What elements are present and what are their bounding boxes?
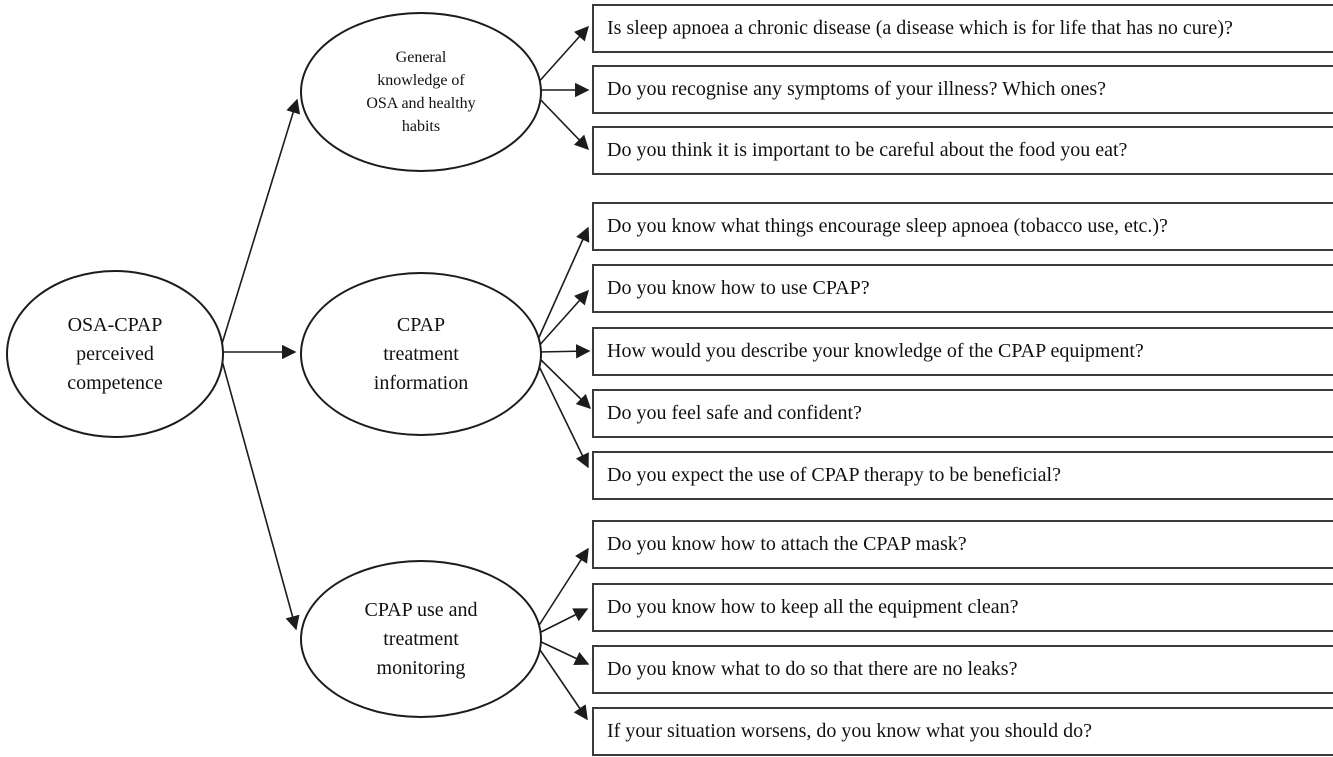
question-text: Do you know how to use CPAP? xyxy=(607,277,870,299)
root-node-oval: OSA-CPAP perceived competence xyxy=(6,270,224,438)
arrow-line xyxy=(220,98,301,348)
question-box: Do you know what to do so that there are… xyxy=(592,645,1333,694)
arrow-line xyxy=(535,94,589,151)
arrow-line xyxy=(220,356,300,631)
question-box: Do you recognise any symptoms of your il… xyxy=(592,65,1333,114)
category-label: General knowledge of OSA and healthy hab… xyxy=(366,48,476,136)
question-box: Do you know how to keep all the equipmen… xyxy=(592,583,1333,632)
question-box: Do you know how to use CPAP? xyxy=(592,264,1333,313)
category-label: CPAP treatment information xyxy=(373,313,469,394)
question-text: Do you feel safe and confident? xyxy=(607,402,862,424)
question-box: Do you expect the use of CPAP therapy to… xyxy=(592,451,1333,500)
question-box: If your situation worsens, do you know w… xyxy=(592,707,1333,756)
arrow-line xyxy=(535,25,589,86)
arrow-line xyxy=(535,226,590,345)
question-box: Do you think it is important to be caref… xyxy=(592,126,1333,175)
question-box: How would you describe your knowledge of… xyxy=(592,327,1333,376)
question-text: Do you think it is important to be caref… xyxy=(607,139,1128,161)
arrow-line xyxy=(535,547,589,631)
question-text: Do you recognise any symptoms of your il… xyxy=(607,78,1106,100)
category-oval-cpap-use-monitoring: CPAP use and treatment monitoring xyxy=(300,560,542,718)
question-box: Do you know how to attach the CPAP mask? xyxy=(592,520,1333,569)
category-label: CPAP use and treatment monitoring xyxy=(364,598,478,679)
question-text: Do you know what things encourage sleep … xyxy=(607,215,1168,237)
question-text: Is sleep apnoea a chronic disease (a dis… xyxy=(607,17,1233,39)
question-text: How would you describe your knowledge of… xyxy=(607,340,1144,362)
question-text: Do you know what to do so that there are… xyxy=(607,658,1018,680)
question-box: Do you feel safe and confident? xyxy=(592,389,1333,438)
question-text: If your situation worsens, do you know w… xyxy=(607,720,1092,742)
question-text: Do you know how to keep all the equipmen… xyxy=(607,596,1019,618)
arrow-line xyxy=(535,359,589,469)
arrow-line xyxy=(536,355,592,410)
question-box: Do you know what things encourage sleep … xyxy=(592,202,1333,251)
root-node-label: OSA-CPAP perceived competence xyxy=(67,313,163,394)
arrow-line xyxy=(536,608,589,635)
question-text: Do you expect the use of CPAP therapy to… xyxy=(607,464,1061,486)
question-text: Do you know how to attach the CPAP mask? xyxy=(607,533,967,555)
arrow-line xyxy=(536,639,590,665)
arrow-line xyxy=(536,289,589,349)
arrow-line xyxy=(537,344,591,359)
category-oval-general-knowledge: General knowledge of OSA and healthy hab… xyxy=(300,12,542,172)
arrow-line xyxy=(535,643,588,721)
category-oval-cpap-treatment-information: CPAP treatment information xyxy=(300,272,542,436)
question-box: Is sleep apnoea a chronic disease (a dis… xyxy=(592,4,1333,53)
